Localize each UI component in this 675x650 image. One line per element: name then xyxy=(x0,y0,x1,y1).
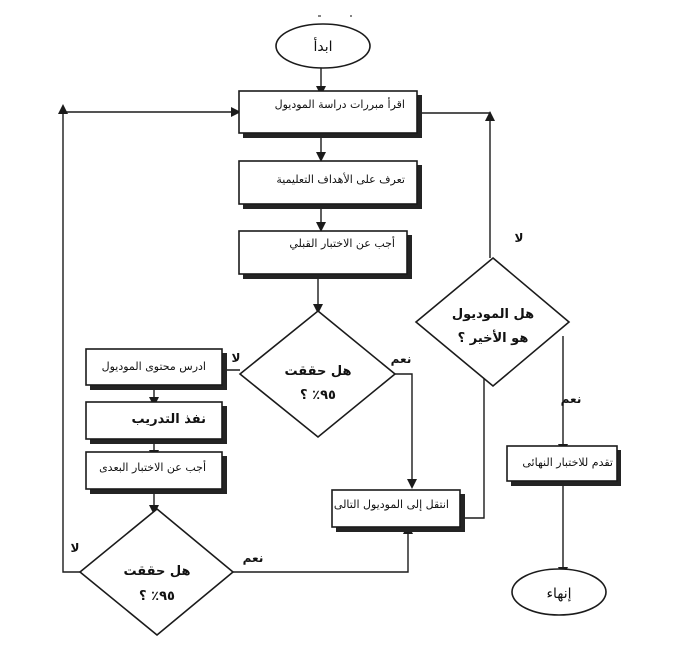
scan-marks xyxy=(318,15,352,17)
study-content-box-frame xyxy=(85,348,223,386)
pretest-decision-line-2: ٩٥٪ ؟ xyxy=(300,388,336,403)
arrow-head-up xyxy=(485,111,495,121)
next-module-label: انتقل إلى الموديول التالى xyxy=(334,498,449,511)
pretest-decision-line-1: هل حققت xyxy=(285,364,352,379)
final-test-box-frame xyxy=(506,445,618,482)
study-content-box: ادرس محتوى الموديول xyxy=(85,348,227,390)
last-module-decision-line-2: هو الأخير ؟ xyxy=(458,329,529,346)
posttest-decision: هل حققت ٩٥٪ ؟ xyxy=(78,507,235,637)
arrow-head-up xyxy=(58,104,68,114)
last-module-no-label: لا xyxy=(515,231,524,245)
last-module-decision-line-1: هل الموديول xyxy=(452,307,534,322)
posttest-box-frame xyxy=(85,451,223,490)
end-ellipse xyxy=(511,568,607,616)
study-content-label: ادرس محتوى الموديول xyxy=(102,360,206,373)
scan-mark xyxy=(350,15,352,17)
pretest-decision-diamond xyxy=(238,309,397,439)
posttest-decision-line-2: ٩٥٪ ؟ xyxy=(139,589,175,604)
end-terminal: إنهاء xyxy=(511,568,607,616)
posttest-no-loop-connector xyxy=(62,111,233,573)
pretest-box-frame xyxy=(238,230,408,275)
last-module-decision-diamond xyxy=(414,256,571,388)
arrow-head-down xyxy=(313,304,323,314)
posttest-yes-to-next-connector xyxy=(233,527,409,573)
pretest-decision: هل حققت ٩٥٪ ؟ xyxy=(238,309,397,439)
posttest-label: أجب عن الاختبار البعدى xyxy=(99,460,206,474)
next-module-box-frame xyxy=(331,489,461,528)
start-terminal: ابدأ xyxy=(275,23,371,69)
final-test-box: تقدم للاختبار النهائى xyxy=(506,445,621,486)
next-to-last-module-connector xyxy=(460,369,485,519)
last-module-yes-label: نعم xyxy=(561,392,582,406)
last-module-decision: هل الموديول هو الأخير ؟ xyxy=(414,256,571,388)
next-module-box: انتقل إلى الموديول التالى xyxy=(331,489,465,532)
posttest-no-label: لا xyxy=(71,541,80,555)
arrow-head-down xyxy=(149,505,159,515)
training-label: نفذ التدريب xyxy=(131,412,206,427)
objectives-box-frame xyxy=(238,160,418,205)
start-ellipse xyxy=(275,23,371,69)
connector-lines xyxy=(62,68,564,573)
decision-yes-to-next-connector xyxy=(395,373,413,482)
training-box-frame xyxy=(85,401,223,440)
read-module-box: اقرأ مبررات دراسة الموديول xyxy=(238,90,422,138)
posttest-box: أجب عن الاختبار البعدى xyxy=(85,451,227,494)
final-test-label: تقدم للاختبار النهائى xyxy=(522,456,613,469)
pretest-box: أجب عن الاختبار القبلي xyxy=(238,230,412,279)
arrow-head-down xyxy=(316,152,326,162)
read-module-label: اقرأ مبررات دراسة الموديول xyxy=(275,97,405,111)
training-box: نفذ التدريب xyxy=(85,401,227,444)
objectives-label: تعرف على الأهداف التعليمية xyxy=(276,172,405,186)
arrow-head-right xyxy=(231,107,241,117)
pretest-yes-label: نعم xyxy=(391,352,412,366)
posttest-yes-label: نعم xyxy=(243,551,264,565)
posttest-decision-diamond xyxy=(78,507,235,637)
pretest-label: أجب عن الاختبار القبلي xyxy=(289,236,395,250)
learning-objectives-box: تعرف على الأهداف التعليمية xyxy=(238,160,422,209)
end-label: إنهاء xyxy=(546,586,571,602)
read-module-box-frame xyxy=(238,90,418,134)
pretest-no-label: لا xyxy=(232,351,241,365)
start-label: ابدأ xyxy=(313,37,332,55)
posttest-decision-line-1: هل حققت xyxy=(124,564,191,579)
branch-labels: لا نعم لا نعم لا نعم xyxy=(71,231,582,565)
arrow-head-down xyxy=(316,222,326,232)
arrow-head-down xyxy=(407,479,417,489)
scan-mark xyxy=(318,15,321,17)
